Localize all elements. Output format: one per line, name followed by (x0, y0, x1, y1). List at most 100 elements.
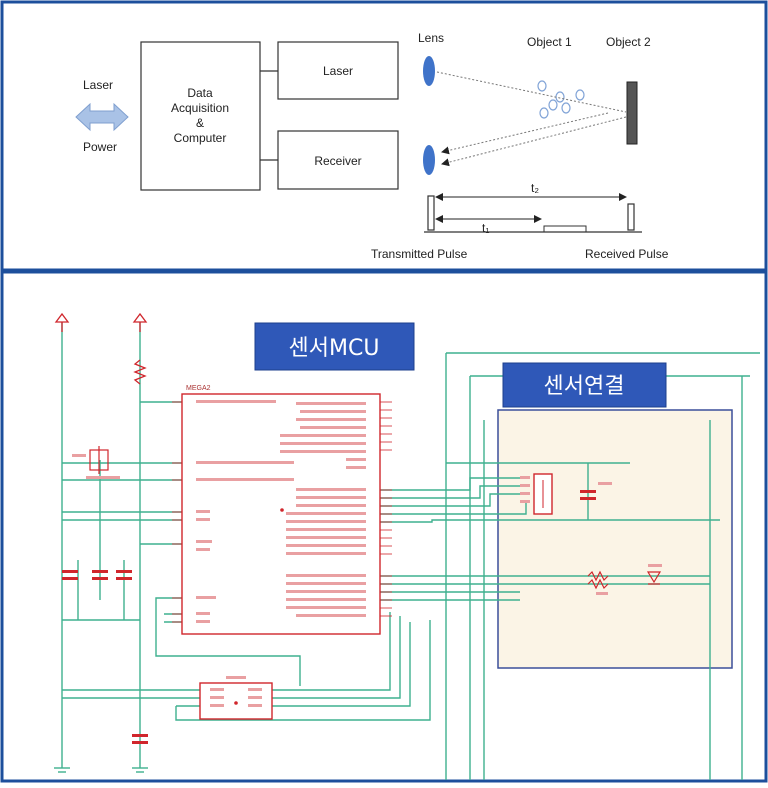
t2-label: t₂ (531, 181, 539, 195)
bottom-panel: MEGA2 (0, 270, 768, 783)
received-pulse (627, 203, 635, 231)
pin-label (196, 461, 294, 464)
pin-label (196, 620, 210, 623)
pin-label (286, 582, 366, 585)
wire (272, 616, 401, 699)
transmitted-pulse (427, 195, 435, 231)
pin-label (286, 512, 366, 515)
bottom-connector-pins (210, 676, 262, 707)
intermediate-pulse (543, 225, 587, 233)
t1-label: t₁ (482, 221, 489, 235)
capacitor-icon (116, 570, 132, 573)
pin-label (286, 520, 366, 523)
schematic-wires (61, 322, 760, 780)
resistor-icon (587, 578, 609, 590)
crystal-oscillator (89, 446, 109, 474)
pin-label (286, 536, 366, 539)
pin-label (226, 676, 246, 679)
pin-label (280, 442, 366, 445)
pin-label (210, 696, 224, 699)
daq-line-3: & (196, 116, 204, 130)
connector-marker (234, 701, 238, 705)
wire (175, 620, 431, 721)
transmitted-pulse-label: Transmitted Pulse (371, 247, 468, 261)
pin-label (296, 504, 366, 507)
pin-label (210, 704, 224, 707)
led-label (648, 564, 662, 567)
led-icon (646, 571, 662, 584)
pin-label (296, 614, 366, 617)
pin-label (286, 606, 366, 609)
pin-label (286, 574, 366, 577)
wire (380, 485, 526, 499)
daq-line-1: Data (187, 86, 213, 100)
pin-label (196, 596, 216, 599)
pin-label (248, 688, 262, 691)
pin-label (296, 488, 366, 491)
lower-lens-icon (423, 145, 435, 175)
particle (548, 99, 558, 111)
laser-beams (436, 71, 627, 167)
pin-label (286, 598, 366, 601)
laser-power-label-top: Laser (83, 78, 113, 92)
mcu-chip-name: MEGA2 (186, 385, 211, 392)
resistor-icon (133, 359, 147, 385)
laser-power-label-bottom: Power (83, 140, 117, 154)
double-arrow-icon (75, 102, 129, 132)
sensor-callout-box (502, 362, 667, 408)
crystal-value (86, 476, 120, 479)
sensor-callout: 센서연결 (502, 362, 667, 408)
ground-symbols (54, 767, 148, 773)
capacitor-icon (580, 497, 596, 500)
object1-label: Object 1 (527, 35, 572, 49)
wire (380, 493, 526, 507)
pin-label (300, 410, 366, 413)
object2-target (626, 81, 638, 145)
pin-label (196, 540, 212, 543)
pin-label (196, 612, 210, 615)
object2-label: Object 2 (606, 35, 651, 49)
wire (380, 502, 527, 515)
pin-label (520, 484, 530, 487)
particle (575, 89, 585, 101)
capacitor-icon (132, 741, 148, 744)
capacitor-label (598, 482, 612, 485)
sensor-resistors (587, 570, 662, 590)
pin-label (346, 466, 366, 469)
pin-label (296, 402, 366, 405)
pin-label (196, 518, 210, 521)
pin-label (280, 450, 366, 453)
capacitor-icon (92, 570, 108, 573)
mcu-callout-text: 센서MCU (289, 336, 380, 361)
mcu-callout-box (254, 322, 415, 371)
power-symbols (54, 312, 148, 385)
sensor-callout-text: 센서연결 (544, 374, 625, 399)
daq-line-4: Computer (174, 131, 227, 145)
pin-label (300, 426, 366, 429)
lens-label: Lens (418, 31, 444, 45)
chip-marker (280, 508, 284, 512)
capacitor-icon (580, 490, 596, 493)
particle (537, 80, 547, 92)
pin-label (196, 548, 210, 551)
receiver-box (277, 130, 399, 190)
object1-particles (537, 80, 585, 119)
pin-label (286, 552, 366, 555)
daq-box (140, 41, 261, 191)
outgoing-beam (436, 71, 627, 113)
resistor-icon (587, 570, 609, 582)
sensor-connection-area (497, 409, 733, 669)
receiver-box-label: Receiver (314, 154, 361, 168)
pin-label (346, 458, 366, 461)
left-capacitors (62, 570, 148, 744)
mcu-right-pins (380, 401, 392, 617)
capacitor-icon (116, 577, 132, 580)
pin-label (296, 496, 366, 499)
pin-label (286, 544, 366, 547)
pin-label (520, 492, 530, 495)
laser-box (277, 41, 399, 100)
pin-label (196, 400, 276, 403)
sensor-header-labels (520, 476, 530, 503)
